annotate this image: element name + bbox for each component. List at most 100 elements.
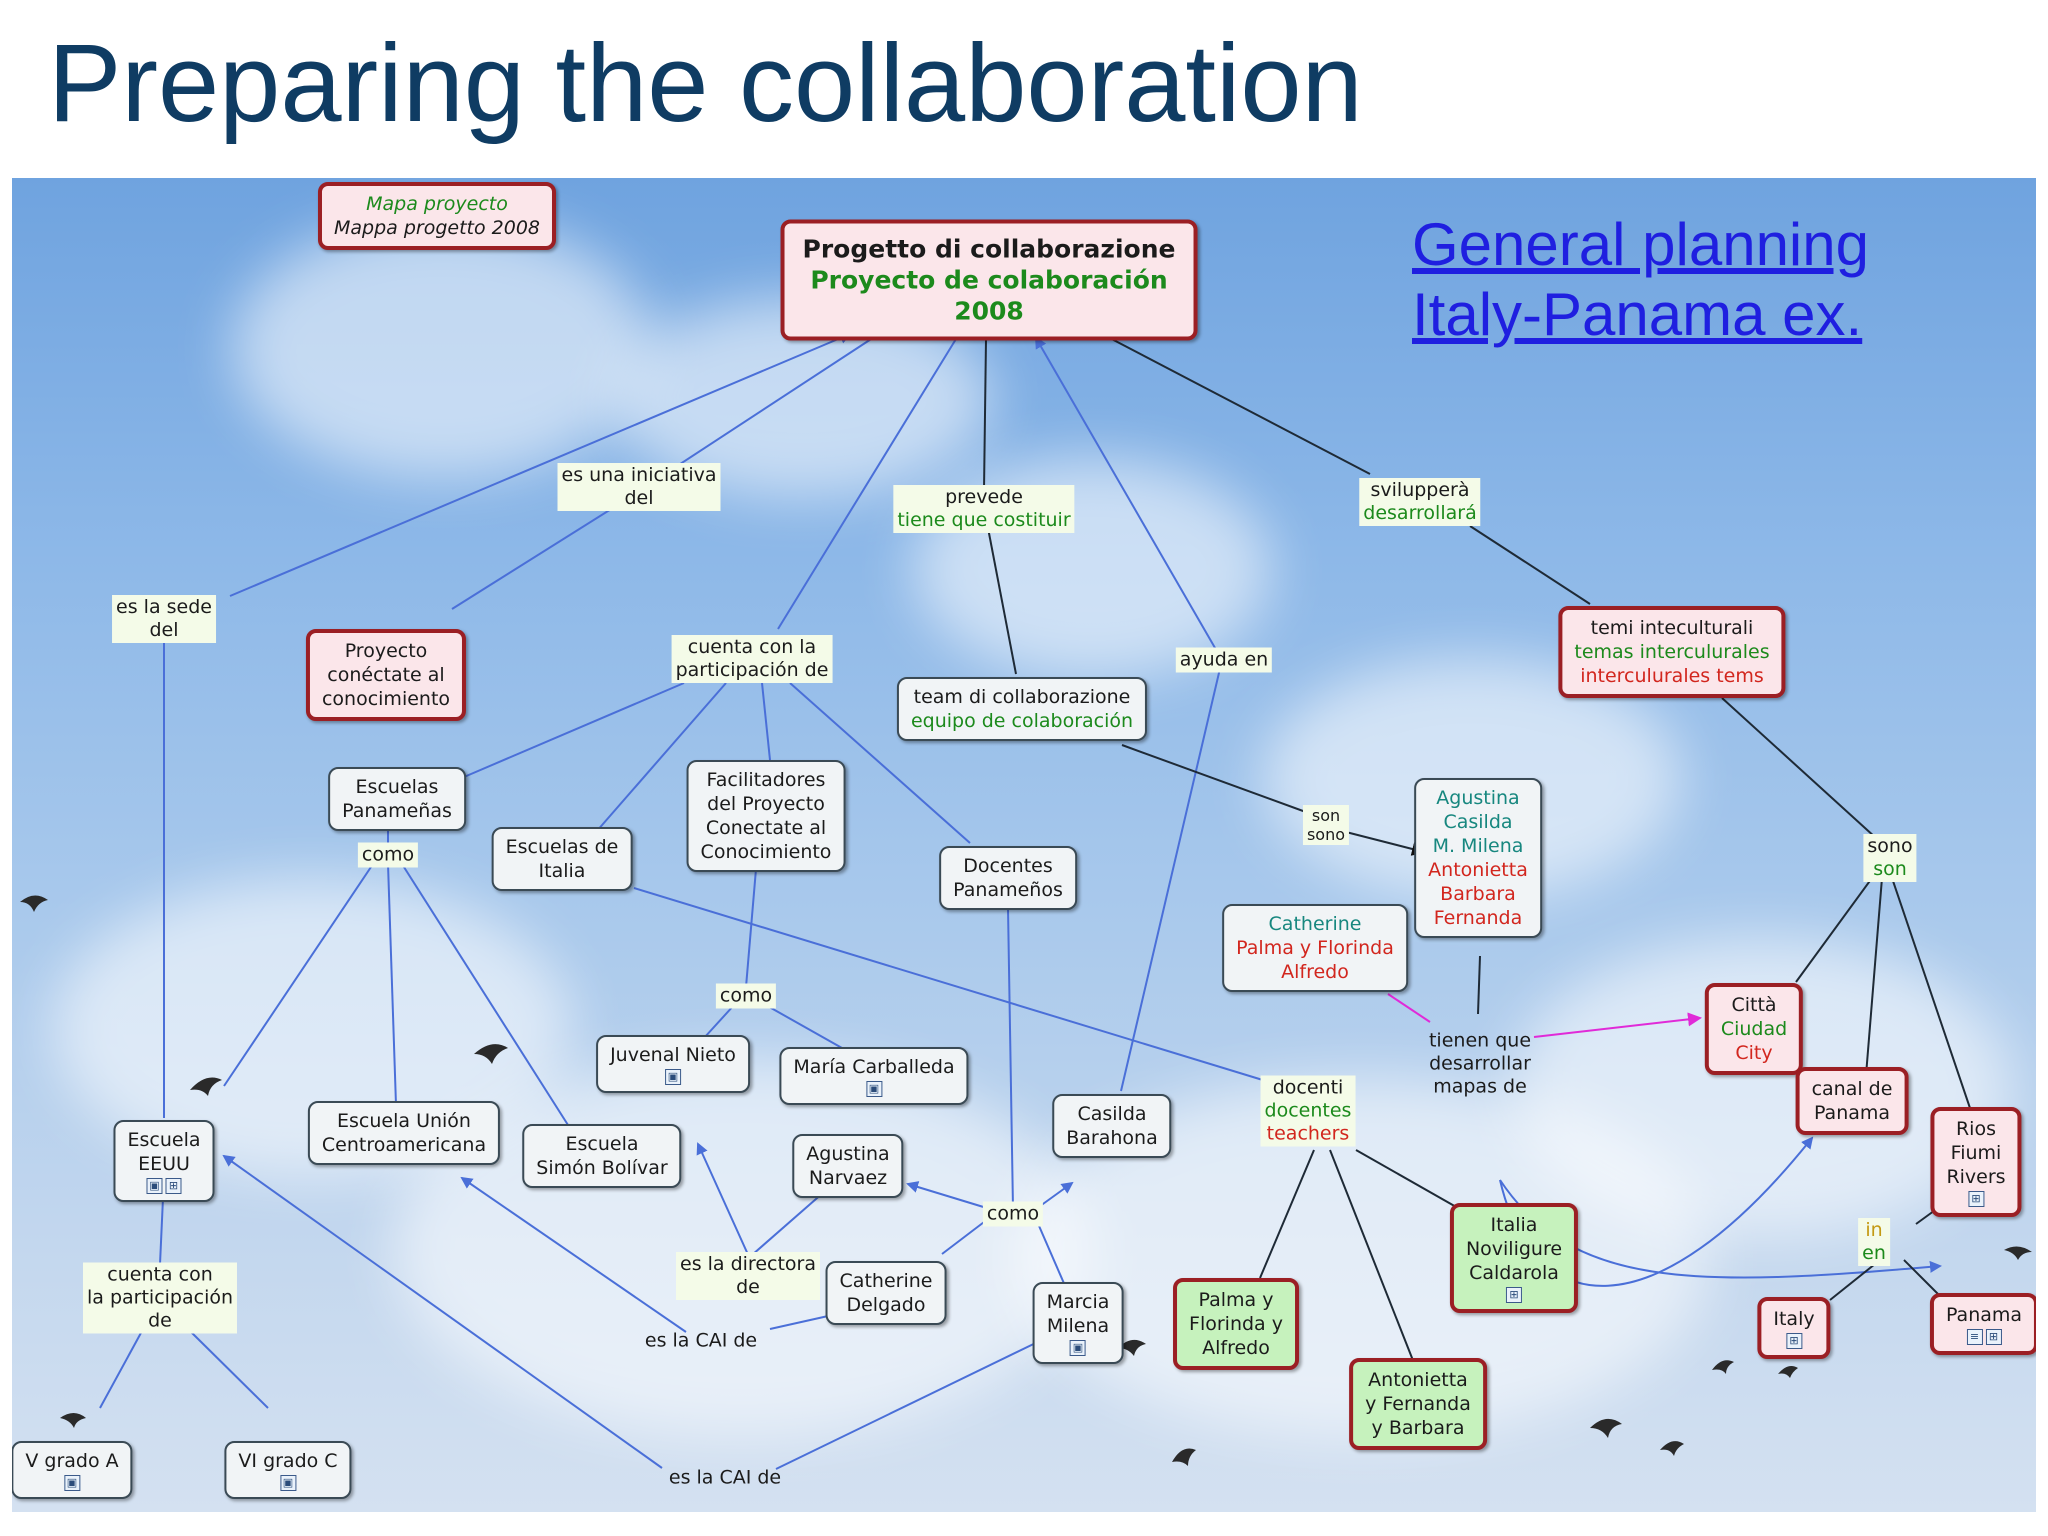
concept-map-link-icon[interactable] — [1968, 1191, 1984, 1207]
concept-map-link-icon[interactable] — [1985, 1329, 2002, 1345]
text-line: docenti — [1272, 1076, 1344, 1099]
text-line: Centroamericana — [321, 1134, 487, 1156]
text-line: son — [1311, 806, 1341, 825]
text-line: Panameños — [953, 879, 1063, 901]
node-facilitadores[interactable]: Facilitadores del Proyecto Conectate al … — [686, 760, 846, 872]
node-escuelas-panamenas[interactable]: Escuelas Panameñas — [328, 767, 466, 831]
text-line: Panameñas — [342, 800, 452, 822]
text-line: María Carballeda — [793, 1056, 955, 1078]
text-line: Escuelas — [355, 776, 439, 798]
text-line: Narvaez — [808, 1167, 888, 1189]
node-vi-grado-c[interactable]: VI grado C — [224, 1441, 352, 1499]
node-escuela-union[interactable]: Escuela Unión Centroamericana — [307, 1101, 501, 1165]
node-palma[interactable]: Palma y Florinda y Alfredo — [1173, 1278, 1299, 1370]
text-line: Escuela — [127, 1129, 201, 1151]
text-line: Delgado — [846, 1294, 926, 1316]
text-line: interculurales tems — [1580, 665, 1764, 687]
concept-map-link-icon[interactable] — [165, 1178, 182, 1194]
node-panama[interactable]: Panama — [1929, 1293, 2036, 1355]
text-line: Alfredo — [1202, 1337, 1270, 1359]
text-line: Italia — [1490, 1214, 1538, 1236]
node-mapa-proyecto[interactable]: Mapa proyecto Mappa progetto 2008 — [317, 182, 557, 250]
link-phrase-sono-son: sono son — [1863, 834, 1917, 882]
node-temi[interactable]: temi inteculturali temas interculurales … — [1558, 606, 1786, 698]
text-line: y Barbara — [1371, 1417, 1465, 1439]
node-docentes-panamenos[interactable]: Docentes Panameños — [939, 846, 1077, 910]
connector-lines — [20, 327, 2032, 1470]
text-line: Catherine — [839, 1270, 933, 1292]
node-rios[interactable]: Rios Fiumi Rivers — [1930, 1107, 2022, 1217]
node-v-grado-a[interactable]: V grado A — [12, 1441, 133, 1499]
text-line: Florinda y — [1189, 1313, 1283, 1335]
link-phrase-cuenta-con: cuenta con la participación de — [82, 1262, 238, 1334]
image-attachment-icon[interactable] — [280, 1475, 296, 1491]
slide-title: Preparing the collaboration — [48, 22, 1363, 145]
node-escuelas-italia[interactable]: Escuelas de Italia — [491, 827, 633, 891]
node-team[interactable]: team di collaborazione equipo de colabor… — [896, 677, 1148, 741]
text-line: Città — [1731, 994, 1777, 1016]
node-agustina-list[interactable]: Agustina Casilda M. Milena Antonietta Ba… — [1414, 778, 1542, 938]
node-catherine-delgado[interactable]: Catherine Delgado — [825, 1261, 947, 1325]
link-phrase-docenti: docenti docentes teachers — [1260, 1075, 1356, 1147]
text-line: Antonietta — [1368, 1369, 1468, 1391]
link-phrase-como: como — [982, 1201, 1044, 1227]
image-attachment-icon[interactable] — [1070, 1340, 1086, 1356]
text-line: es la CAI de — [668, 1466, 782, 1489]
text-line: Panama — [1945, 1304, 2023, 1326]
text-line: es la CAI de — [644, 1329, 758, 1352]
node-juvenal-nieto[interactable]: Juvenal Nieto — [596, 1035, 750, 1093]
text-line: conocimiento — [321, 688, 451, 710]
text-line: Italia — [538, 860, 586, 882]
text-line: desarrollará — [1363, 502, 1477, 524]
node-catherine-group[interactable]: Catherine Palma y Florinda Alfredo — [1222, 904, 1408, 992]
node-escuela-eeuu[interactable]: Escuela EEUU — [113, 1120, 215, 1202]
node-agustina-narvaez[interactable]: Agustina Narvaez — [792, 1134, 904, 1198]
image-attachment-icon[interactable] — [665, 1069, 681, 1085]
concept-map-link-icon[interactable] — [1505, 1287, 1522, 1303]
text-line: conéctate al — [327, 664, 445, 686]
text-line: Milena — [1046, 1315, 1110, 1337]
text-line: Italy — [1773, 1308, 1815, 1330]
link-phrase-in-en: in en — [1858, 1218, 1890, 1266]
node-italy[interactable]: Italy — [1757, 1297, 1831, 1359]
image-attachment-icon[interactable] — [146, 1178, 163, 1194]
image-attachment-icon[interactable] — [866, 1081, 882, 1097]
text-line: team di collaborazione — [913, 686, 1131, 708]
general-planning-link[interactable]: General planning Italy-Panama ex. — [1412, 210, 1869, 350]
text-line: Conocimiento — [700, 841, 832, 863]
link-phrase-cai: es la CAI de — [665, 1466, 785, 1491]
text-line: Rivers — [1946, 1166, 2006, 1188]
node-italia-noviligure[interactable]: Italia Noviligure Caldarola — [1449, 1203, 1579, 1313]
concept-map-link-icon[interactable] — [1785, 1333, 1802, 1349]
document-attachment-icon[interactable] — [1966, 1329, 1983, 1345]
text-line: Agustina — [1436, 787, 1520, 809]
text-line: Escuela Unión — [337, 1110, 471, 1132]
node-antonietta[interactable]: Antonietta y Fernanda y Barbara — [1349, 1358, 1487, 1450]
node-canal[interactable]: canal de Panama — [1795, 1067, 1909, 1135]
text-line: son — [1873, 858, 1907, 880]
node-maria-carballeda[interactable]: María Carballeda — [779, 1047, 969, 1105]
link-phrase-cuenta: cuenta con la participación de — [671, 635, 833, 683]
text-line: Conectate al — [705, 817, 827, 839]
text-line: Agustina — [806, 1143, 890, 1165]
link-phrase-sede: es la sede del — [112, 595, 216, 643]
node-escuela-bolivar[interactable]: Escuela Simón Bolívar — [522, 1124, 682, 1188]
text-line: prevede — [945, 486, 1023, 508]
text-line: desarrollar — [1429, 1052, 1531, 1075]
text-line: sono — [1867, 835, 1913, 857]
node-marcia-milena[interactable]: Marcia Milena — [1032, 1282, 1124, 1364]
text-line: in — [1865, 1219, 1883, 1241]
text-line: sono — [1306, 825, 1346, 844]
link-phrase-sviluppera: svilupperà desarrollará — [1359, 478, 1481, 526]
text-line: Barbara — [1440, 883, 1516, 905]
text-line: svilupperà — [1370, 479, 1470, 501]
text-line: la participación — [86, 1286, 234, 1309]
cloud — [392, 1058, 1092, 1438]
text-line: ayuda en — [1179, 648, 1269, 671]
node-ciudad[interactable]: Città Ciudad City — [1704, 983, 1804, 1075]
text-line: Palma y — [1198, 1289, 1274, 1311]
node-conectate[interactable]: Proyecto conéctate al conocimiento — [305, 629, 467, 721]
image-attachment-icon[interactable] — [64, 1475, 80, 1491]
node-casilda-barahona[interactable]: Casilda Barahona — [1052, 1094, 1172, 1158]
node-progetto[interactable]: Progetto di collaborazione Proyecto de c… — [780, 219, 1198, 341]
